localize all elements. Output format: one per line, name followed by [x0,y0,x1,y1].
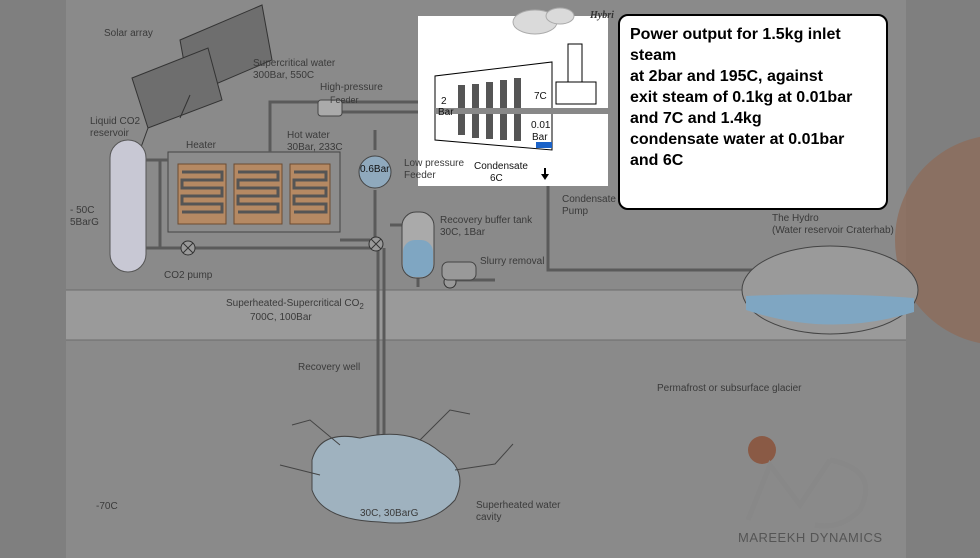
slurry-removal-label: Slurry removal [480,256,545,267]
superheated-co2-label: Superheated-Supercritical CO2 [226,298,364,313]
supercritical-water-label: Supercritical water [253,58,336,69]
hp-feeder-label-2: Feeder [330,95,359,105]
recovery-well-label: Recovery well [298,362,361,373]
shaft [435,108,610,114]
brand-name: MAREEKH DYNAMICS [738,530,883,545]
turbine-inlet-pressure: 2 [441,96,447,107]
callout-line: at 2bar and 195C, against [630,68,823,85]
superheated-co2-conditions: 700C, 100Bar [250,312,312,323]
liquid-co2-label: Liquid CO2 [90,116,141,127]
cloud-icon [512,7,575,35]
co2-reservoir [109,139,147,273]
condensate-label: Condensate [474,161,528,172]
hot-water-conditions: 30Bar, 233C [287,142,343,153]
callout-line: steam [630,47,677,64]
callout-line: and 7C and 1.4kg [630,110,762,127]
condensate-temp: 6C [490,173,503,184]
condensate-pump-label: Condensate [562,194,616,205]
turbine-inlet-unit: Bar [438,107,454,118]
turbine-exit-temp: 7C [534,91,547,102]
recovery-buffer-conditions: 30C, 1Bar [440,227,486,238]
superheated-co2-text: Superheated-Supercritical CO [226,298,360,309]
callout-line: exit steam of 0.1kg at 0.01bar [630,89,853,106]
lp-feeder-pressure: 0.6Bar [360,164,390,175]
lp-feeder-label: Low pressure [404,158,465,169]
hp-feeder [317,99,343,117]
slurry-removal [441,261,477,281]
permafrost-label: Permafrost or subsurface glacier [657,383,802,394]
callout-line: Power output for 1.5kg inlet [630,26,841,43]
cavity-label: Superheated water [476,500,561,511]
power-output-callout: Power output for 1.5kg inlet steam at 2b… [618,14,888,210]
lp-feeder [358,155,392,189]
mareekh-logo [745,436,869,529]
superheated-co2-subscript: 2 [359,302,364,311]
ambient-temp-label: -70C [96,501,118,512]
recovery-buffer-label: Recovery buffer tank [440,215,533,226]
supercritical-water-conditions: 300Bar, 550C [253,70,315,81]
cavity-conditions-label: 30C, 30BarG [360,508,419,519]
solar-array-icon [131,4,273,151]
lp-feeder-label-2: Feeder [404,170,436,181]
co2-pressure-label: 5BarG [70,217,99,228]
solar-array-label: Solar array [104,28,153,39]
co2-pump-label: CO2 pump [164,270,213,281]
co2-temp-label: - 50C [70,205,95,216]
water-cavity [311,433,461,524]
hydro-label-2: (Water reservoir Craterhab) [772,225,894,236]
partial-title: Hybri [590,10,614,21]
generator [555,81,597,105]
callout-line: and 6C [630,152,684,169]
hot-water-label: Hot water [287,130,330,141]
liquid-co2-label-2: reservoir [90,128,129,139]
turbine-exit-pressure: 0.01 [531,120,551,131]
condensate-pump-label-2: Pump [562,206,589,217]
turbine-exit-unit: Bar [532,132,548,143]
cavity-label-2: cavity [476,512,502,523]
heater-label: Heater [186,140,217,151]
hydro-label: The Hydro [772,213,819,224]
hp-feeder-label: High-pressure [320,82,383,93]
callout-line: condensate water at 0.01bar [630,131,845,148]
